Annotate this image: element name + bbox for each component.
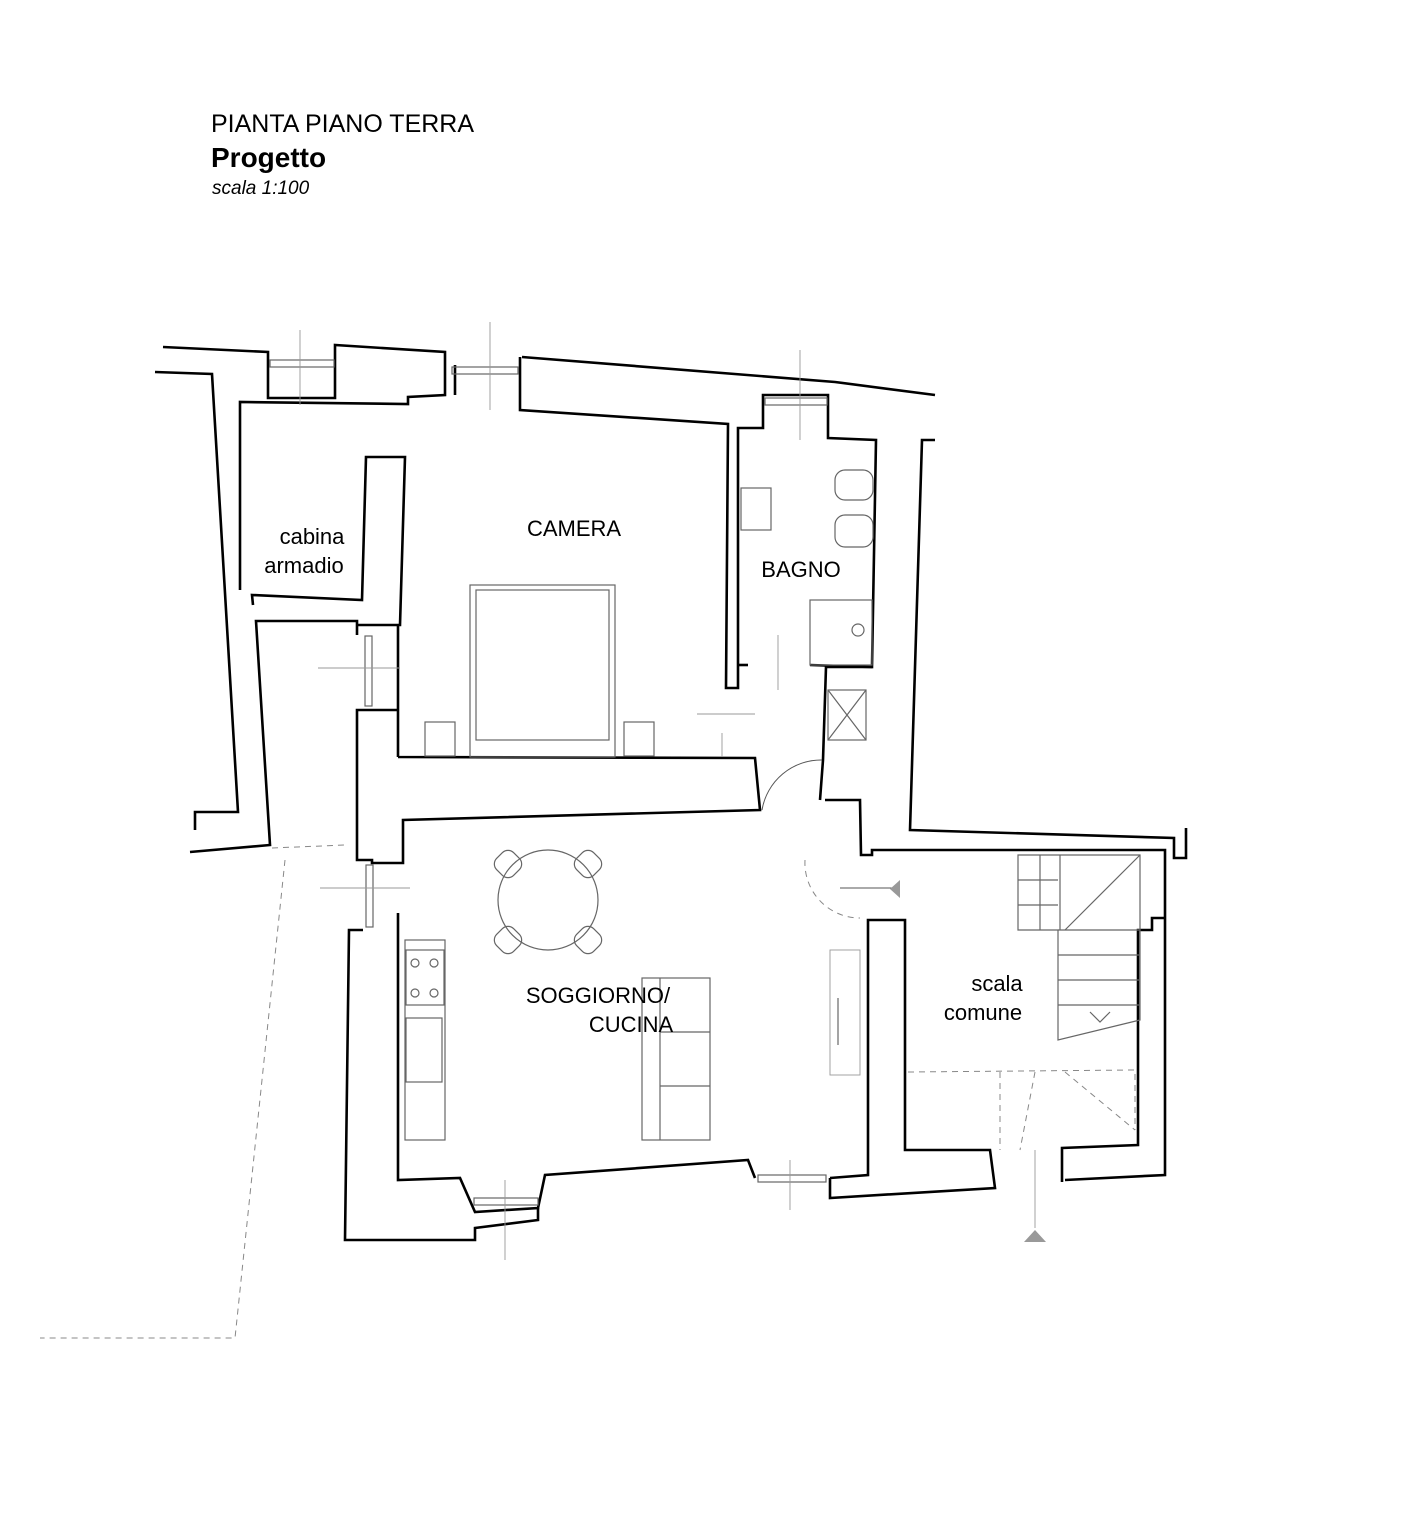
staircase xyxy=(907,854,1141,1228)
window-5 xyxy=(757,1174,827,1183)
wall-east-upper xyxy=(908,438,1188,860)
stair-diagonal xyxy=(1064,854,1141,931)
burner-2 xyxy=(429,958,439,968)
wall-west-outer xyxy=(154,370,240,830)
title-block: PIANTA PIANO TERRA Progetto scala 1:100 xyxy=(211,108,474,202)
window-1 xyxy=(269,359,335,368)
plan-subtitle: Progetto xyxy=(211,142,327,173)
window-4 xyxy=(473,1197,539,1206)
wall-north-left xyxy=(162,343,447,590)
window-2 xyxy=(451,366,519,375)
cabinet xyxy=(829,949,861,1076)
bed xyxy=(469,584,616,758)
wall-outer-north xyxy=(521,355,936,397)
burner-1 xyxy=(410,958,420,968)
wall-middle xyxy=(355,625,762,865)
stove xyxy=(405,949,445,1006)
label-cabina-line2: armadio xyxy=(264,553,343,578)
label-camera: CAMERA xyxy=(527,516,621,541)
stair-treads xyxy=(1018,855,1140,1006)
entry-marker-east xyxy=(890,880,900,898)
room-labels: cabina armadio CAMERA BAGNO SOGGIORNO/ C… xyxy=(264,516,1023,1037)
wall-west-inner xyxy=(189,619,359,854)
shower xyxy=(809,599,873,666)
label-soggiorno-line1: SOGGIORNO/ xyxy=(526,983,671,1008)
door-corridor xyxy=(761,759,823,811)
label-cabina-line1: cabina xyxy=(280,524,346,549)
furniture xyxy=(404,584,861,1141)
wall-soggiorno-south xyxy=(396,913,757,1214)
chair-3 xyxy=(493,925,523,955)
sofa-cushions xyxy=(659,978,710,1140)
wall-scala-east xyxy=(1060,916,1165,1182)
chair-1 xyxy=(493,849,523,879)
windows xyxy=(269,322,828,1260)
nightstand-left xyxy=(424,721,456,757)
nightstand-right xyxy=(623,721,655,757)
walls xyxy=(154,343,1188,1242)
stair-arrow xyxy=(1089,1011,1111,1023)
window-7 xyxy=(364,635,373,707)
wall-scala-south xyxy=(1064,1162,1167,1182)
chair-4 xyxy=(573,925,603,955)
doors xyxy=(697,635,1046,1242)
burner-4 xyxy=(429,988,439,998)
toilet xyxy=(834,514,874,548)
entry-marker-south xyxy=(1024,1230,1046,1242)
washer-box-cross xyxy=(827,689,867,741)
window-axes xyxy=(299,322,801,1260)
sink-unit xyxy=(405,1017,443,1083)
wall-camera-north xyxy=(453,357,878,690)
washbasin xyxy=(740,487,772,531)
dining-table xyxy=(497,849,599,951)
bathroom-fixtures xyxy=(740,469,874,741)
label-scala-line2: comune xyxy=(944,1000,1022,1025)
door-scala xyxy=(804,859,861,919)
kitchen-counter xyxy=(404,939,446,1141)
label-soggiorno-line2: CUCINA xyxy=(589,1012,674,1037)
wall-closet xyxy=(250,455,407,627)
stair-below xyxy=(907,1069,1136,1151)
boundary-line xyxy=(40,844,346,1339)
door-misc-lines xyxy=(697,635,779,757)
stair-outline xyxy=(1017,854,1141,1041)
label-scala-line1: scala xyxy=(971,971,1023,996)
wall-partition xyxy=(828,918,997,1200)
site-lines xyxy=(40,844,346,1339)
label-bagno: BAGNO xyxy=(761,557,840,582)
wall-soggiorno-west xyxy=(343,928,540,1242)
bed-mattress xyxy=(475,589,610,741)
washer-box xyxy=(827,689,867,741)
shower-drain xyxy=(851,623,865,637)
window-3 xyxy=(764,397,828,406)
chair-2 xyxy=(573,849,603,879)
wall-corridor-east xyxy=(818,665,872,801)
window-6 xyxy=(365,864,374,928)
burner-3 xyxy=(410,988,420,998)
wall-scala-north xyxy=(825,798,1167,1162)
plan-title: PIANTA PIANO TERRA xyxy=(211,110,475,138)
plan-scale: scala 1:100 xyxy=(212,178,310,199)
bidet xyxy=(834,469,874,501)
sofa xyxy=(641,977,711,1141)
